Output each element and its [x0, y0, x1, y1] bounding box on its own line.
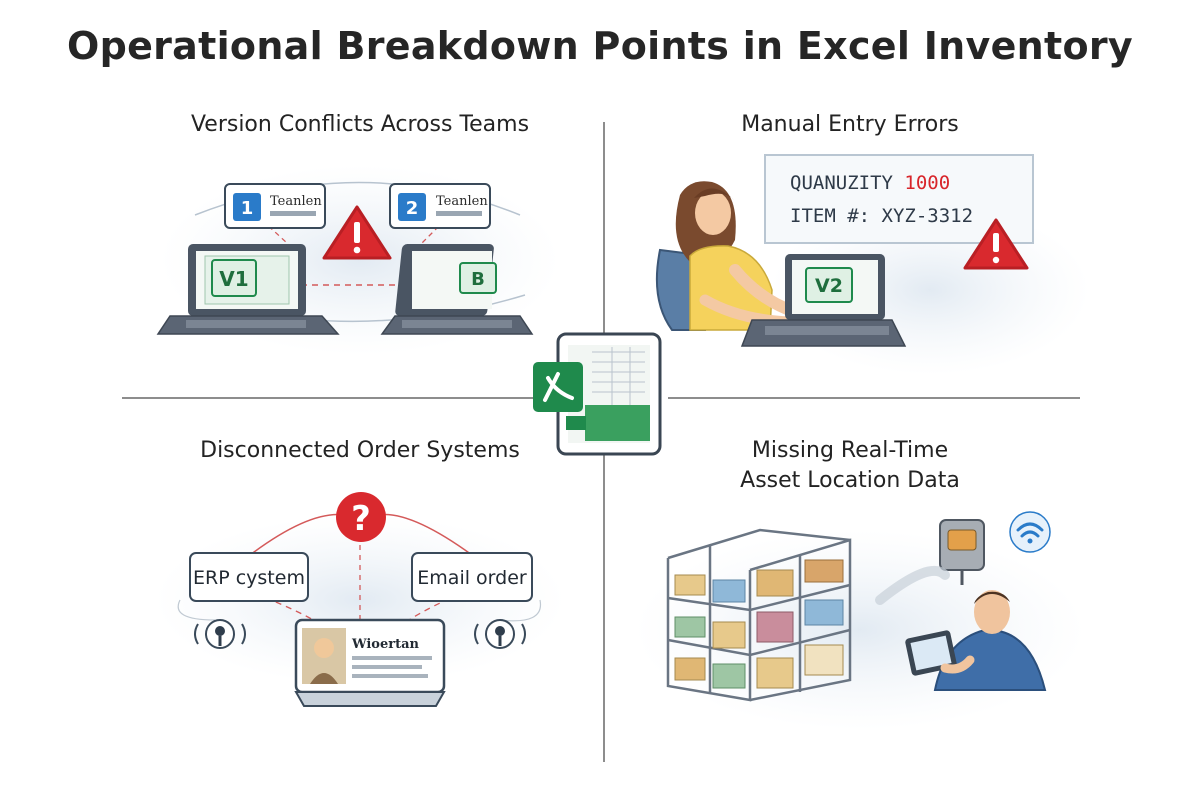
- missing-location-title-line-1: Missing Real-Time: [751, 438, 949, 463]
- team-2-badge: [398, 193, 426, 221]
- laptop-v1-label: V1: [219, 267, 248, 291]
- missing-location-title: Missing Real-Time Asset Location Data: [680, 436, 1020, 496]
- missing-location-illustration: [635, 511, 1085, 730]
- order-monitor: Wioertan: [294, 618, 446, 707]
- disconnected-orders-title: Disconnected Order Systems: [200, 438, 520, 463]
- shelf-boxes: [674, 559, 844, 689]
- version-conflicts-title: Version Conflicts Across Teams: [190, 112, 530, 137]
- manual-entry-title: Manual Entry Errors: [741, 112, 959, 137]
- wifi-icon: [1009, 511, 1051, 553]
- missing-location-title-line-2: Asset Location Data: [740, 468, 960, 493]
- svg-text:?: ?: [351, 499, 371, 539]
- center-excel-tablet: [533, 332, 662, 456]
- team-1-card: 1 Teanlen: [224, 183, 326, 229]
- laptop-v1: V1: [156, 244, 340, 335]
- team-2-label: Teanlen: [436, 194, 488, 209]
- quantity-label: QUANUZITY: [790, 172, 904, 194]
- svg-text:QUANUZITY 1000: QUANUZITY 1000: [790, 172, 950, 194]
- disconnected-orders-illustration: ? ERP cystem Email order: [155, 492, 565, 707]
- item-number: ITEM #: XYZ-3312: [790, 205, 973, 227]
- horizontal-divider-right: [668, 397, 1080, 399]
- entry-note-board: QUANUZITY 1000 ITEM #: XYZ-3312: [764, 154, 1034, 244]
- laptop-b: B: [380, 244, 534, 335]
- team-2-number: 2: [406, 198, 419, 219]
- tracking-sensor-icon: [875, 519, 985, 605]
- warning-icon: [322, 205, 392, 260]
- laptop-b-label: B: [471, 269, 485, 290]
- laptop-v2-label: V2: [815, 275, 843, 297]
- team-1-number: 1: [241, 198, 254, 219]
- team-2-card: 2 Teanlen: [389, 183, 491, 229]
- monitor-label: Wioertan: [351, 637, 420, 652]
- erp-system-card: ERP cystem: [189, 552, 309, 602]
- team-1-badge: [233, 193, 261, 221]
- location-pin-icon: [474, 619, 526, 649]
- location-pin-icon: [194, 619, 246, 649]
- version-conflicts-illustration: 1 Teanlen 2 Teanlen V1: [156, 165, 560, 355]
- man-with-tablet: [905, 590, 1047, 691]
- team-1-label: Teanlen: [270, 194, 322, 209]
- page-title: Operational Breakdown Points in Excel In…: [66, 24, 1134, 68]
- email-order-card: Email order: [411, 552, 533, 602]
- horizontal-divider-left: [122, 397, 534, 399]
- email-label: Email order: [417, 567, 527, 589]
- excel-logo-icon: [533, 362, 583, 412]
- quantity-value: 1000: [904, 172, 950, 194]
- warning-icon: [963, 218, 1029, 270]
- manual-entry-illustration: QUANUZITY 1000 ITEM #: XYZ-3312 V2: [655, 154, 1090, 375]
- laptop-v2: V2: [740, 254, 907, 347]
- warehouse-shelves: [666, 528, 852, 702]
- question-mark-icon: ?: [336, 492, 386, 542]
- erp-label: ERP cystem: [193, 567, 305, 589]
